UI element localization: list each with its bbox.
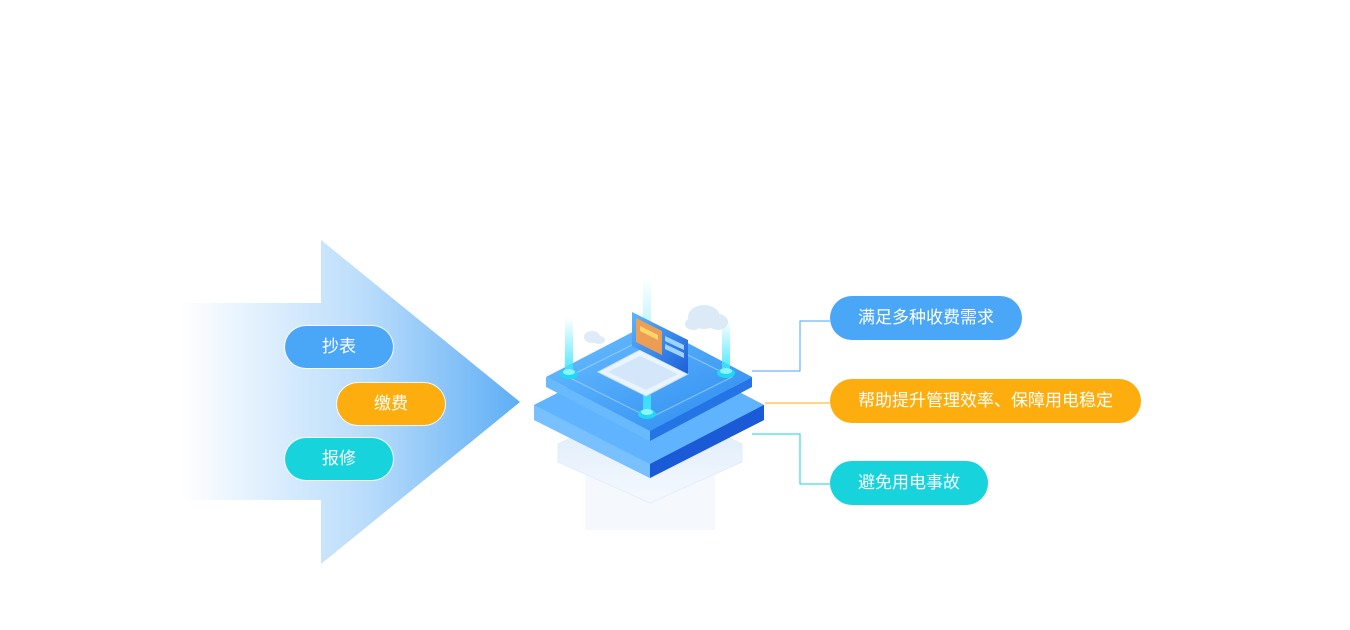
output-pill-label: 避免用电事故	[858, 473, 960, 493]
output-pill-label: 帮助提升管理效率、保障用电稳定	[858, 391, 1113, 411]
input-pill-meter-reading: 抄表	[285, 326, 393, 368]
output-pill-billing: 满足多种收费需求	[830, 296, 1022, 340]
output-pill-efficiency: 帮助提升管理效率、保障用电稳定	[830, 379, 1141, 423]
input-pill-label: 报修	[322, 449, 356, 469]
input-pill-label: 缴费	[374, 394, 408, 414]
output-pill-safety: 避免用电事故	[830, 461, 988, 505]
output-pill-label: 满足多种收费需求	[858, 308, 994, 328]
input-pill-repair: 报修	[285, 438, 393, 480]
input-pill-payment: 缴费	[337, 383, 445, 425]
input-pill-label: 抄表	[322, 337, 356, 357]
